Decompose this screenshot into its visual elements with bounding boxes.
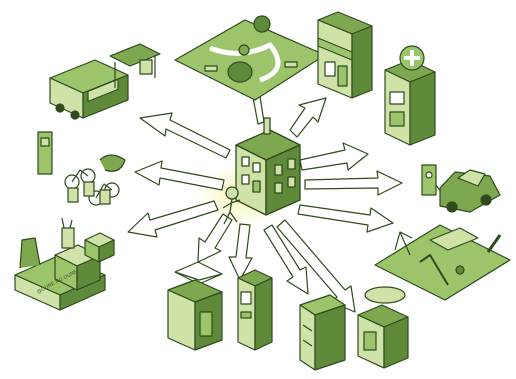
arrow-to-shop [289, 97, 327, 138]
park-icon [174, 15, 326, 101]
arrow-to-bikes [134, 160, 225, 191]
book-icon [299, 294, 346, 371]
atm-icon [237, 269, 273, 351]
arrow-to-atm [228, 223, 253, 281]
abc-blocks-icon [14, 217, 115, 311]
arrow-to-playground [297, 204, 394, 233]
playground-icon [374, 224, 511, 301]
mailbox-icon [167, 261, 223, 351]
arrow-to-clinic [299, 142, 369, 171]
arrow-to-post [197, 213, 233, 263]
arrow-to-transit [139, 112, 231, 159]
pharmacy-cross-icon [384, 45, 436, 146]
arrow-to-school [127, 200, 219, 238]
bicycle-rack-icon [37, 131, 126, 206]
electric-car-icon [421, 164, 501, 213]
bus-and-shelter-icon [49, 43, 161, 120]
arrow-to-ev [304, 170, 403, 196]
house-icon [235, 117, 301, 216]
walking-person-icon [222, 186, 241, 225]
shop-icon [317, 11, 373, 99]
arrow-to-library [263, 224, 309, 295]
bakery-bread-icon [357, 286, 409, 369]
